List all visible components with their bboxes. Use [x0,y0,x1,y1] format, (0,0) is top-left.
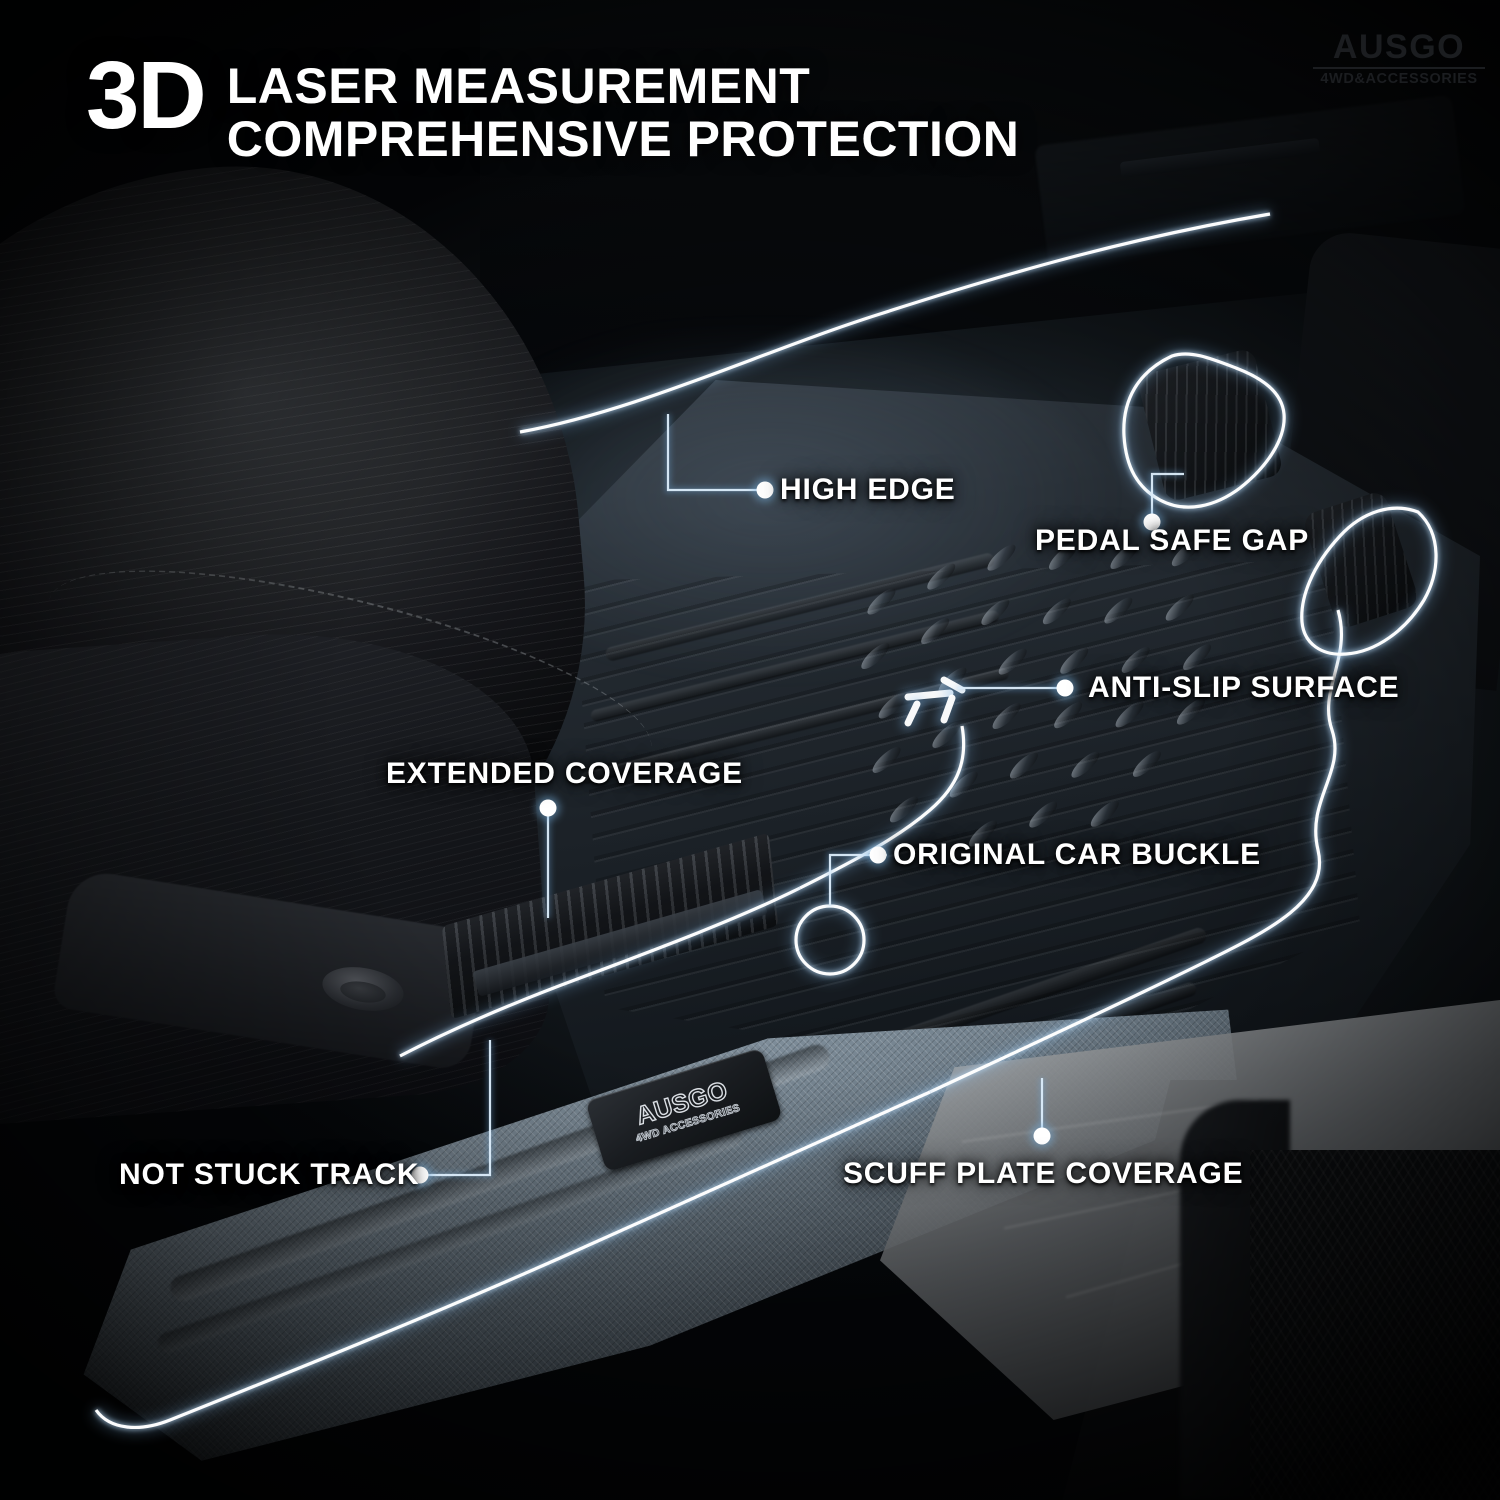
leader-high-edge [665,414,777,502]
leader-not-stuck-track [408,1040,493,1187]
mat-outline-right [927,608,1347,1097]
brand-logo-name: AUSGO [1332,28,1466,66]
callout-label-not-stuck-track: NOT STUCK TRACK [119,1158,420,1191]
callout-label-pedal-safe-gap: PEDAL SAFE GAP [1035,524,1310,557]
leader-anti-slip-surface [901,673,1077,730]
title-lines: LASER MEASUREMENT COMPREHENSIVE PROTECTI… [227,52,1020,166]
title-3d-prefix: 3D [86,42,207,149]
scuff-plate-outline [91,1086,933,1433]
title-line-2: COMPREHENSIVE PROTECTION [226,111,1020,167]
title-line-1: LASER MEASUREMENT [226,58,811,114]
brand-logo-tagline: 4WD&ACCESSORIES [1320,71,1478,87]
page-title: 3D LASER MEASUREMENT COMPREHENSIVE PROTE… [86,42,1020,166]
mat-outline-left [397,883,803,1061]
callout-label-original-car-buckle: ORIGINAL CAR BUCKLE [893,838,1261,871]
mat-outline-rail-edge [797,725,970,893]
callout-label-anti-slip-surface: ANTI-SLIP SURFACE [1088,671,1400,704]
callout-label-high-edge: HIGH EDGE [780,473,956,506]
leader-extended-coverage [536,796,560,918]
brand-logo: AUSGO 4WD&ACCESSORIES [1313,30,1485,87]
brake-pedal-outline [1118,348,1290,513]
callout-label-extended-coverage: EXTENDED COVERAGE [386,757,743,790]
brand-logo-divider [1313,67,1485,69]
leader-pedal-safe-gap [1140,471,1184,534]
leader-original-car-buckle [827,843,890,906]
buckle-highlight-ring [790,900,870,980]
accelerator-pedal-outline [1296,502,1442,660]
callout-label-scuff-plate-coverage: SCUFF PLATE COVERAGE [843,1157,1244,1190]
mat-outline-top [519,208,1271,438]
leader-scuff-plate-coverage [1030,1078,1054,1148]
